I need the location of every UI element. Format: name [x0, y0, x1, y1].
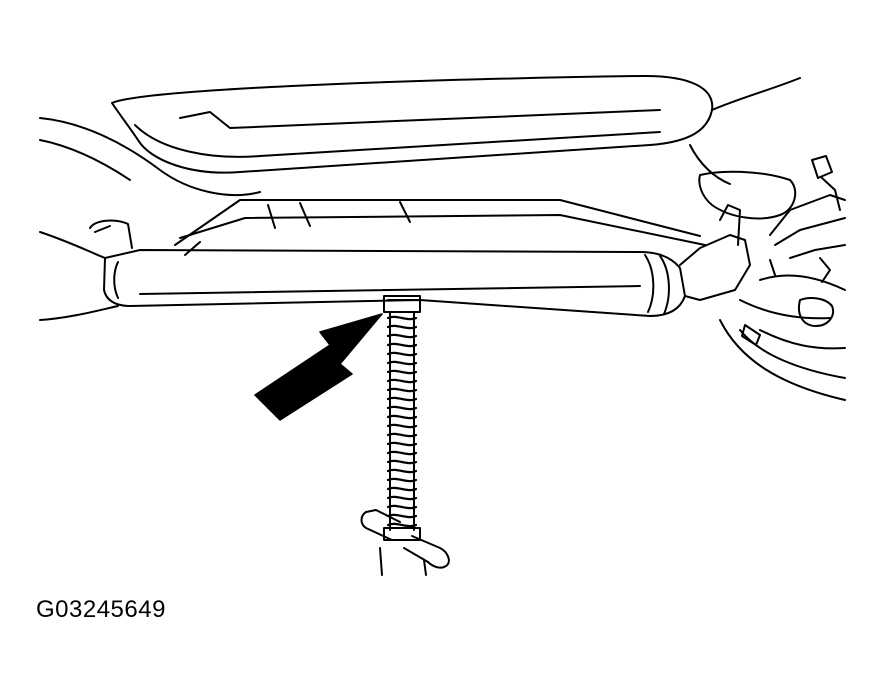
figure-code: G03245649 [36, 596, 166, 623]
jack-screw-thread [389, 311, 415, 531]
suspension-arm [39, 219, 686, 321]
jack-thread-ridges [386, 315, 418, 528]
jack-saddle [383, 295, 421, 313]
underbody-brace [174, 199, 706, 256]
floor-pan-panel [39, 74, 801, 197]
jack-stand-base [360, 509, 450, 576]
knuckle-bracket [679, 155, 846, 401]
pointer-arrow-icon [254, 313, 383, 421]
